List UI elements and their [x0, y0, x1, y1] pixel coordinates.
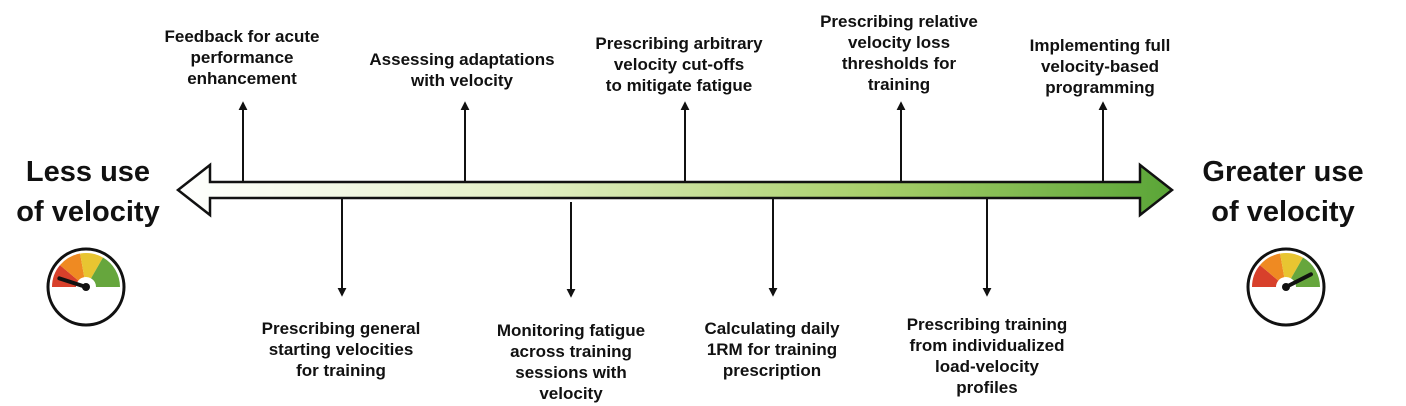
note-line: programming	[1045, 78, 1155, 97]
less-use-label-line2: of velocity	[16, 196, 160, 228]
note-full-vbt-programming: Implementing full velocity-based program…	[985, 35, 1215, 98]
note-line: velocity-based	[1040, 57, 1160, 76]
note-line: training	[867, 75, 931, 94]
note-line: Prescribing training	[906, 315, 1068, 334]
note-line: prescription	[722, 361, 822, 380]
note-line: Calculating daily	[704, 319, 840, 338]
note-line: thresholds for	[841, 54, 957, 73]
note-line: Prescribing general	[261, 319, 421, 338]
note-line: from individualized	[909, 336, 1065, 355]
high-velocity-gauge-icon	[1246, 247, 1326, 327]
note-line: velocity loss	[847, 33, 951, 52]
less-use-label: Less use of velocity	[8, 152, 168, 232]
low-velocity-gauge-icon	[46, 247, 126, 327]
greater-use-label-line2: of velocity	[1211, 196, 1355, 228]
note-line: Feedback for acute	[164, 27, 320, 46]
note-line: velocity	[539, 384, 603, 403]
note-line: Assessing adaptations	[369, 50, 555, 69]
note-assessing-adaptations: Assessing adaptations with velocity	[347, 49, 577, 91]
note-line: performance	[190, 48, 294, 67]
note-line: Prescribing relative	[820, 12, 978, 31]
greater-use-label: Greater use of velocity	[1188, 152, 1378, 232]
note-line: Prescribing arbitrary	[595, 34, 763, 53]
note-acute-feedback: Feedback for acute performance enhanceme…	[127, 26, 357, 89]
velocity-spectrum-arrow	[175, 162, 1175, 218]
note-arbitrary-cutoffs: Prescribing arbitrary velocity cut-offs …	[564, 33, 794, 96]
less-use-label-line1: Less use	[25, 156, 151, 188]
note-line: Implementing full	[1029, 36, 1171, 55]
note-line: velocity cut-offs	[613, 55, 745, 74]
note-line: load-velocity	[935, 357, 1039, 376]
note-line: enhancement	[187, 69, 297, 88]
note-general-starting-velocities: Prescribing general starting velocities …	[226, 318, 456, 381]
note-line: 1RM for training	[706, 340, 838, 359]
greater-use-label-line1: Greater use	[1202, 156, 1364, 188]
note-daily-1rm: Calculating daily 1RM for training presc…	[657, 318, 887, 381]
note-line: sessions with	[515, 363, 627, 382]
note-line: with velocity	[410, 71, 514, 90]
note-line: to mitigate fatigue	[605, 76, 753, 95]
note-line: profiles	[956, 378, 1018, 397]
note-line: for training	[296, 361, 386, 380]
note-load-velocity-profiles: Prescribing training from individualized…	[872, 314, 1102, 398]
note-relative-velocity-loss: Prescribing relative velocity loss thres…	[784, 11, 1014, 95]
note-monitoring-fatigue: Monitoring fatigue across training sessi…	[456, 320, 686, 404]
note-line: Monitoring fatigue	[496, 321, 646, 340]
note-line: across training	[510, 342, 632, 361]
note-line: starting velocities	[268, 340, 414, 359]
